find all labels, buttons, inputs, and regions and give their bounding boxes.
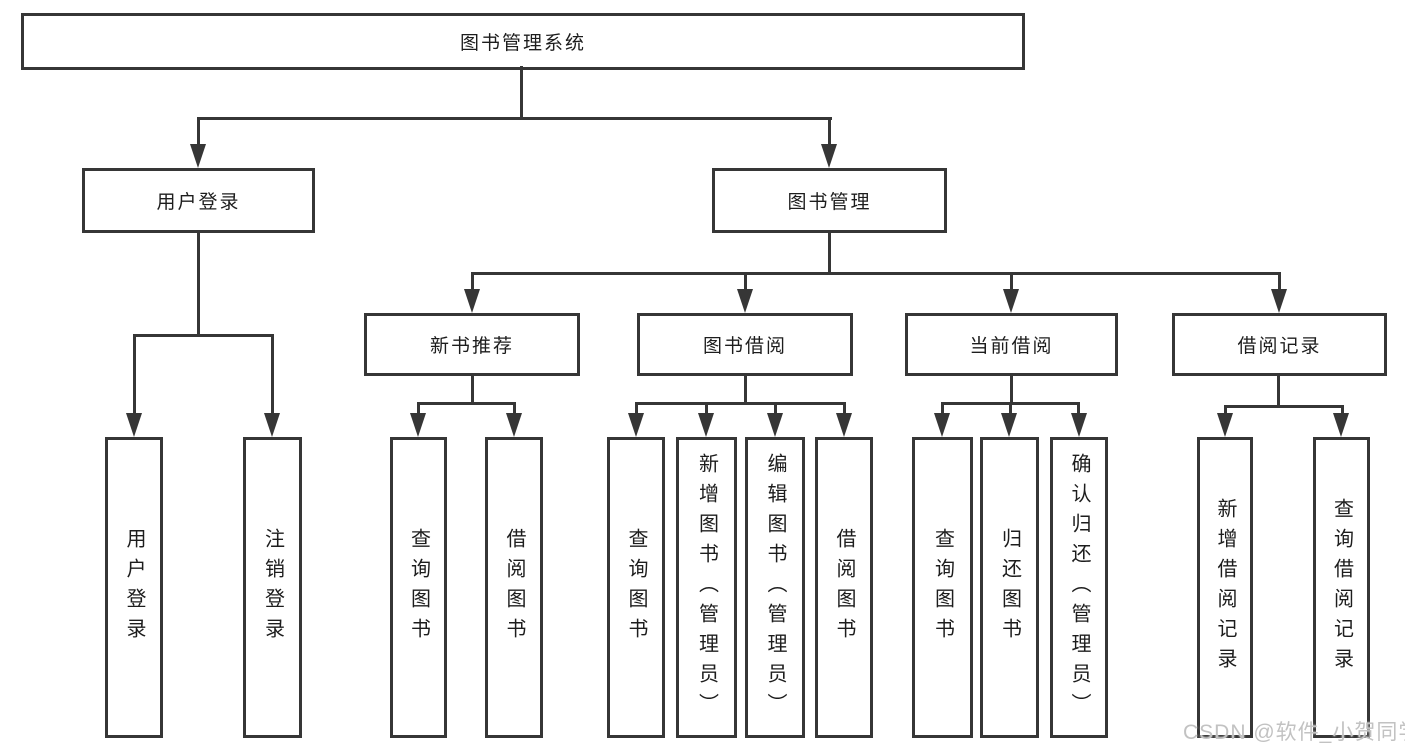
node-label: 图书管理系统 [459, 33, 586, 54]
leaf-user-login: 用户登录 [105, 437, 163, 738]
connector-line [635, 402, 846, 405]
node-label: 借阅记录 [1237, 336, 1322, 357]
leaf-br-query-record: 查询借阅记录 [1313, 437, 1370, 738]
node-label: 用户登录 [123, 527, 145, 648]
arrowhead-icon [506, 413, 522, 437]
leaf-cb-query-book: 查询图书 [912, 437, 973, 738]
arrowhead-icon [1333, 413, 1349, 437]
node-book-management: 图书管理 [712, 168, 947, 233]
node-label: 查询图书 [625, 527, 647, 648]
leaf-nbr-borrow-book: 借阅图书 [485, 437, 543, 738]
arrowhead-icon [1271, 289, 1287, 313]
connector-line [417, 402, 420, 416]
connector-line [1278, 272, 1281, 292]
arrowhead-icon [836, 413, 852, 437]
connector-line [774, 402, 777, 416]
connector-line [635, 402, 638, 416]
arrowhead-icon [767, 413, 783, 437]
connector-line [1010, 374, 1013, 405]
leaf-cb-confirm-return-admin: 确认归还（管理员） [1050, 437, 1108, 738]
arrowhead-icon [126, 413, 142, 437]
connector-line [471, 272, 474, 292]
connector-line [133, 334, 136, 416]
arrowhead-icon [264, 413, 280, 437]
arrowhead-icon [737, 289, 753, 313]
connector-line [197, 117, 832, 120]
arrowhead-icon [698, 413, 714, 437]
node-book-borrow: 图书借阅 [637, 313, 853, 376]
node-label: 用户登录 [156, 192, 241, 213]
connector-line [1009, 402, 1012, 416]
node-new-book-recommend: 新书推荐 [364, 313, 580, 376]
node-label: 查询借阅记录 [1330, 497, 1353, 678]
connector-line [1341, 405, 1344, 416]
connector-line [843, 402, 846, 416]
arrowhead-icon [190, 144, 206, 168]
arrowhead-icon [821, 144, 837, 168]
connector-line [828, 231, 831, 275]
arrowhead-icon [410, 413, 426, 437]
connector-line [744, 374, 747, 405]
connector-line [417, 402, 516, 405]
arrowhead-icon [1217, 413, 1233, 437]
arrowhead-icon [1071, 413, 1087, 437]
connector-line [941, 402, 944, 416]
leaf-logout: 注销登录 [243, 437, 302, 738]
leaf-nbr-query-book: 查询图书 [390, 437, 447, 738]
arrowhead-icon [464, 289, 480, 313]
arrowhead-icon [1003, 289, 1019, 313]
connector-line [513, 402, 516, 416]
connector-line [471, 374, 474, 405]
node-label: 新书推荐 [429, 336, 514, 357]
node-borrow-records: 借阅记录 [1172, 313, 1387, 376]
connector-line [520, 66, 523, 119]
leaf-cb-return-book: 归还图书 [980, 437, 1039, 738]
node-label: 借阅图书 [833, 527, 855, 648]
node-label: 编辑图书（管理员） [764, 452, 786, 723]
connector-line [197, 117, 200, 148]
node-user-login: 用户登录 [82, 168, 315, 233]
node-label: 新增借阅记录 [1214, 497, 1236, 678]
node-label: 注销登录 [261, 527, 284, 648]
node-label: 图书管理 [787, 192, 872, 213]
node-label: 确认归还（管理员） [1068, 452, 1090, 723]
node-label: 新增图书（管理员） [695, 452, 718, 723]
leaf-bb-add-book-admin: 新增图书（管理员） [676, 437, 737, 738]
arrowhead-icon [934, 413, 950, 437]
node-label: 查询图书 [931, 527, 954, 648]
node-root: 图书管理系统 [21, 13, 1025, 70]
watermark-text: CSDN @软件_小贺同学 [1183, 721, 1405, 744]
connector-line [271, 334, 274, 416]
connector-line [1224, 405, 1227, 416]
leaf-bb-edit-book-admin: 编辑图书（管理员） [745, 437, 805, 738]
connector-line [828, 117, 831, 148]
arrowhead-icon [1001, 413, 1017, 437]
connector-line [1224, 405, 1344, 408]
connector-line [1277, 374, 1280, 408]
connector-line [197, 231, 200, 337]
leaf-bb-query-book: 查询图书 [607, 437, 665, 738]
node-label: 借阅图书 [503, 527, 525, 648]
node-label: 查询图书 [407, 527, 430, 648]
connector-line [471, 272, 1281, 275]
node-current-borrow: 当前借阅 [905, 313, 1118, 376]
connector-line [705, 402, 708, 416]
node-label: 当前借阅 [969, 336, 1054, 357]
leaf-br-add-record: 新增借阅记录 [1197, 437, 1253, 738]
node-label: 归还图书 [998, 527, 1021, 648]
leaf-bb-borrow-book: 借阅图书 [815, 437, 873, 738]
connector-line [744, 272, 747, 292]
connector-line [133, 334, 274, 337]
connector-line [1077, 402, 1080, 416]
node-label: 图书借阅 [702, 336, 787, 357]
arrowhead-icon [628, 413, 644, 437]
connector-line [1010, 272, 1013, 292]
